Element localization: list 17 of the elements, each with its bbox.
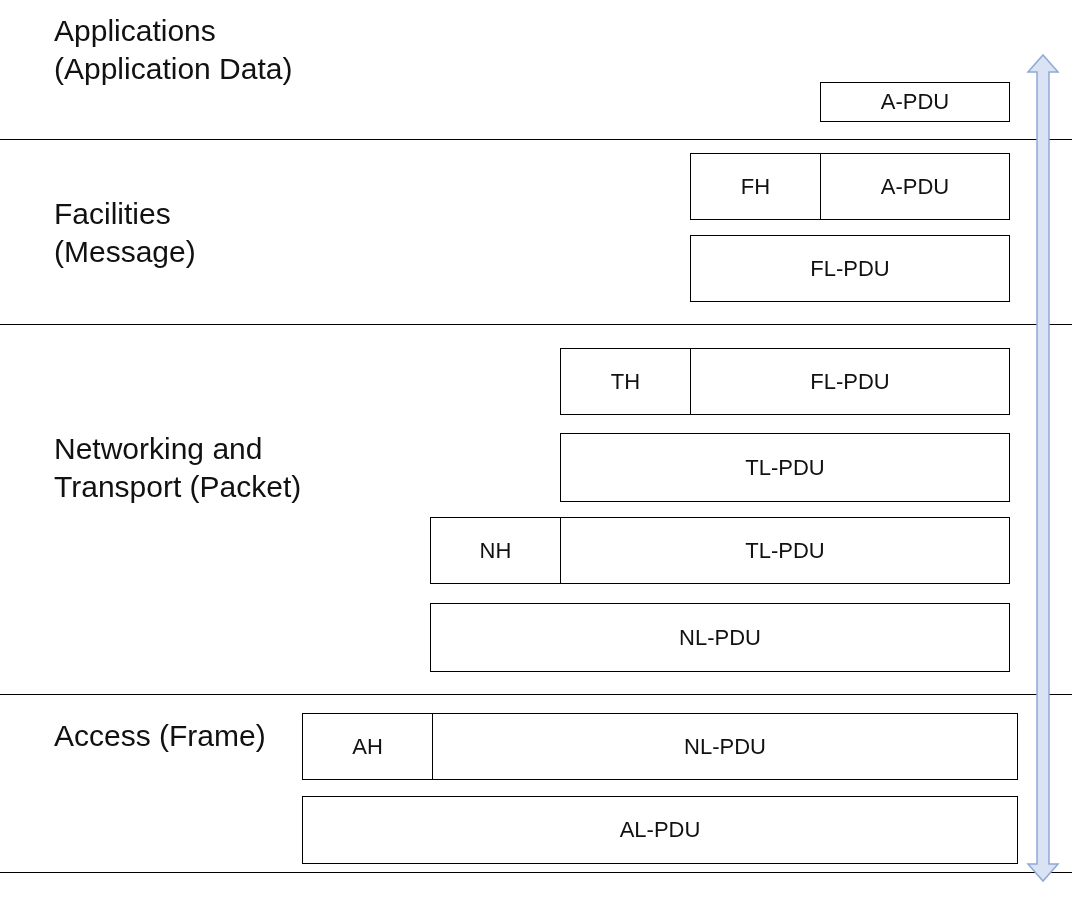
pdu-box: NL-PDU: [432, 713, 1018, 780]
layer-label: Applications (Application Data): [54, 13, 294, 87]
layer-label: Networking and Transport (Packet): [54, 431, 303, 505]
pdu-box: TL-PDU: [560, 433, 1010, 502]
pdu-box: FL-PDU: [690, 348, 1010, 415]
layer-label: Facilities (Message): [54, 196, 197, 270]
pdu-box: FL-PDU: [690, 235, 1010, 302]
pdu-box: A-PDU: [820, 82, 1010, 122]
pdu-box: NH: [430, 517, 561, 584]
pdu-box: NL-PDU: [430, 603, 1010, 672]
pdu-box: A-PDU: [820, 153, 1010, 220]
pdu-box: FH: [690, 153, 821, 220]
pdu-box: TH: [560, 348, 691, 415]
layer-label: Access (Frame): [54, 718, 267, 754]
pdu-box: AL-PDU: [302, 796, 1018, 864]
pdu-box: AH: [302, 713, 433, 780]
pdu-box: TL-PDU: [560, 517, 1010, 584]
